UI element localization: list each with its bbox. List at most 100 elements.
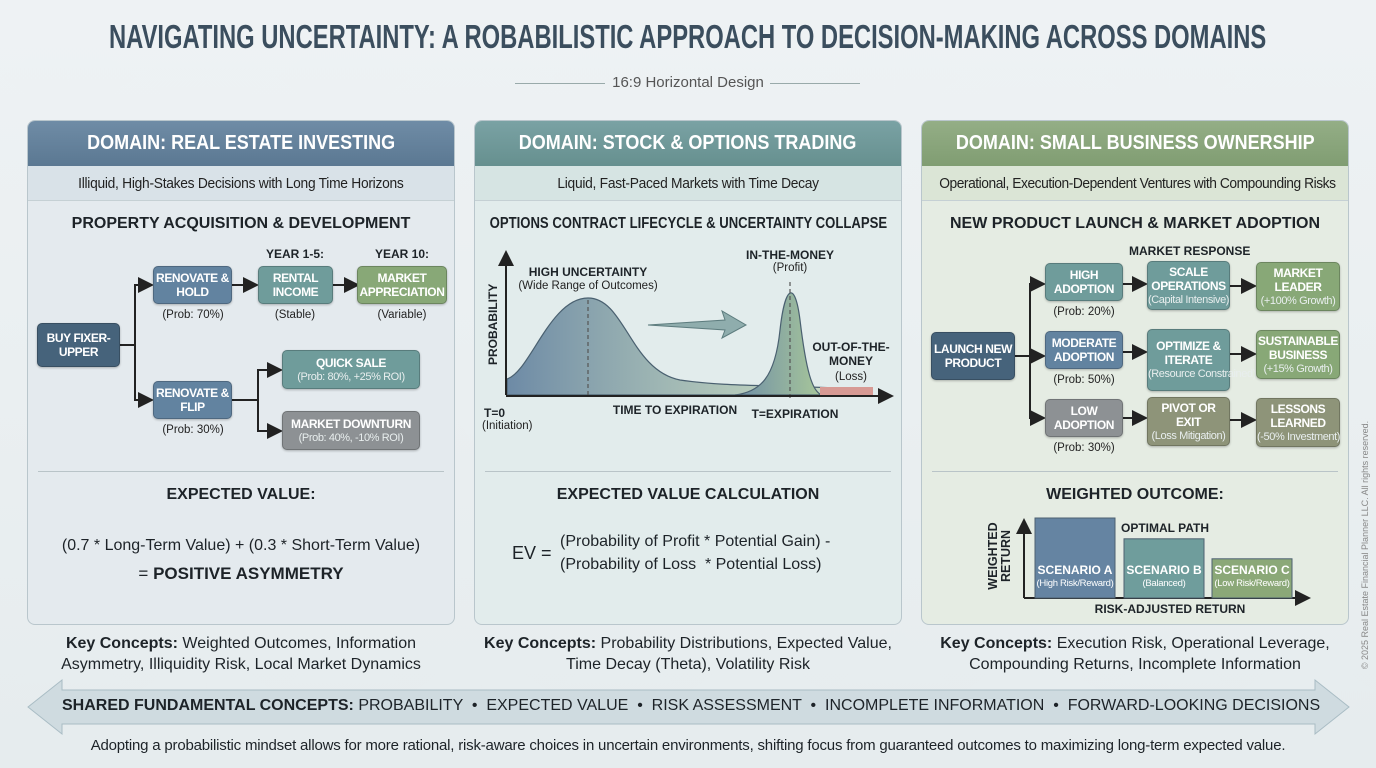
node-title: LESSONS LEARNED — [1270, 401, 1326, 430]
node-action: SCALE OPERATIONS(Capital Intensive) — [1147, 261, 1230, 310]
key-concepts-options: Key Concepts: Probability Distributions,… — [474, 633, 902, 675]
node-title: SUSTAINABLE BUSINESS — [1257, 333, 1339, 362]
key-label: Key Concepts: — [940, 635, 1053, 652]
section-title-wrap: OPTIONS CONTRACT LIFECYCLE & UNCERTAINTY… — [374, 215, 1002, 233]
market-response-label: MARKET RESPONSE — [1129, 244, 1251, 258]
bar-note: (High Risk/Reward) — [1036, 578, 1114, 589]
section-title: NEW PRODUCT LAUNCH & MARKET ADOPTION — [949, 215, 1321, 232]
shared-concepts: SHARED FUNDAMENTAL CONCEPTS: PROBABILITY… — [62, 697, 1320, 715]
node-action: OPTIMIZE & ITERATE(Resource Constrained) — [1147, 329, 1256, 391]
x-axis-label: TIME TO EXPIRATION — [612, 403, 738, 417]
node-note: (Prob: 80%, +25% ROI) — [297, 370, 405, 383]
ev-result-prefix: = — [138, 564, 154, 583]
section-title: OPTIONS CONTRACT LIFECYCLE & UNCERTAINTY… — [489, 215, 887, 232]
key-text: Execution Risk, Operational Leverage, Co… — [969, 635, 1330, 673]
bar-label: SCENARIO A — [1037, 563, 1113, 577]
bar-label: SCENARIO C — [1214, 563, 1290, 577]
note-label: (Variable) — [377, 309, 427, 321]
year-label: YEAR 10: — [374, 247, 430, 261]
ev-formula: (0.7 * Long-Term Value) + (0.3 * Short-T… — [61, 537, 421, 554]
panel-subheader: Operational, Execution-Dependent Venture… — [939, 175, 1336, 192]
copyright: © 2025 Real Estate Financial Planner LLC… — [1360, 420, 1370, 670]
node-rental-income: RENTAL INCOME — [258, 266, 333, 304]
panel-subheader-wrap: Operational, Execution-Dependent Venture… — [922, 166, 1348, 201]
node-result: SUSTAINABLE BUSINESS(+15% Growth) — [1256, 330, 1340, 379]
optimal-path-label: OPTIMAL PATH — [1121, 521, 1209, 535]
node-renovate-flip: RENOVATE & FLIP — [153, 381, 232, 419]
bar-label: SCENARIO B — [1126, 563, 1202, 577]
node-result: LESSONS LEARNED(-50% Investment) — [1256, 398, 1340, 447]
divider — [770, 83, 860, 84]
t0-label: T=0 — [484, 406, 506, 420]
prob-label: (Prob: 30%) — [1053, 442, 1115, 454]
t0-note: (Initiation) — [482, 420, 533, 432]
t-expiration-label: T=EXPIRATION — [751, 407, 839, 421]
node-note: (-50% Investment) — [1257, 430, 1341, 443]
node-note: (+15% Growth) — [1263, 362, 1333, 375]
bar-label-group: SCENARIO A (High Risk/Reward) — [1031, 564, 1119, 590]
node-title: OPTIMIZE & ITERATE — [1156, 339, 1221, 367]
panel-header: DOMAIN: REAL ESTATE INVESTING — [86, 132, 396, 154]
panel-header: DOMAIN: SMALL BUSINESS OWNERSHIP — [955, 132, 1315, 154]
node-title: MARKET DOWNTURN — [291, 416, 411, 431]
ev-line-2: (Probability of Loss * Potential Loss) — [560, 556, 822, 573]
bar-label-group: SCENARIO B (Balanced) — [1120, 564, 1208, 590]
x-axis-label: RISK-ADJUSTED RETURN — [1094, 602, 1246, 616]
node-title: PIVOT OR EXIT — [1161, 400, 1216, 429]
high-uncertainty-note: (Wide Range of Outcomes) — [518, 280, 658, 292]
shared-items: PROBABILITY • EXPECTED VALUE • RISK ASSE… — [358, 697, 1321, 714]
prob-label: (Prob: 50%) — [1053, 374, 1115, 386]
itm-label: IN-THE-MONEY — [746, 248, 834, 262]
panel-header-wrap: DOMAIN: SMALL BUSINESS OWNERSHIP — [922, 121, 1348, 166]
panel-header-wrap: DOMAIN: STOCK & OPTIONS TRADING — [475, 121, 901, 166]
node-launch-product: LAUNCH NEW PRODUCT — [931, 332, 1015, 380]
node-adoption: MODERATE ADOPTION — [1045, 331, 1123, 369]
node-market-appreciation: MARKET APPRECIATION — [357, 266, 447, 304]
ev-title: EXPECTED VALUE: — [166, 486, 316, 503]
shared-label: SHARED FUNDAMENTAL CONCEPTS: — [62, 697, 354, 714]
ev-result-line: = POSITIVE ASYMMETRY — [27, 564, 455, 584]
panel-subheader: Liquid, Fast-Paced Markets with Time Dec… — [557, 175, 819, 192]
prob-label: (Prob: 20%) — [1053, 306, 1115, 318]
prob-label: (Prob: 30%) — [162, 424, 224, 436]
panel-header: DOMAIN: STOCK & OPTIONS TRADING — [519, 132, 857, 154]
key-text: Weighted Outcomes, Information Asymmetry… — [61, 635, 421, 673]
section-title: PROPERTY ACQUISITION & DEVELOPMENT — [71, 215, 411, 232]
node-note: (+100% Growth) — [1260, 294, 1336, 307]
key-text: Probability Distributions, Expected Valu… — [566, 635, 892, 673]
y-axis-label: PROBABILITY — [486, 283, 500, 365]
year-label: YEAR 1-5: — [265, 247, 324, 261]
node-market-downturn: MARKET DOWNTURN(Prob: 40%, -10% ROI) — [282, 411, 420, 450]
footer-text: Adopting a probabilistic mindset allows … — [90, 737, 1286, 754]
bar-label-group: SCENARIO C (Low Risk/Reward) — [1208, 564, 1296, 590]
node-title: QUICK SALE — [315, 355, 386, 370]
otm-note: (Loss) — [835, 371, 867, 383]
key-label: Key Concepts: — [484, 635, 597, 652]
divider — [38, 471, 444, 472]
y-axis-label: WEIGHTED RETURN — [986, 522, 1013, 590]
node-title: SCALE OPERATIONS — [1151, 264, 1226, 293]
ev-lhs: EV = — [512, 543, 552, 563]
node-title: MARKET LEADER — [1273, 265, 1323, 294]
node-quick-sale: QUICK SALE(Prob: 80%, +25% ROI) — [282, 350, 420, 389]
panel-subheader-wrap: Illiquid, High-Stakes Decisions with Lon… — [28, 166, 454, 201]
page-title-wrap: NAVIGATING UNCERTAINTY: A ROBABILISTIC A… — [0, 18, 1376, 56]
page-subtitle: 16:9 Horizontal Design — [612, 74, 764, 91]
bar-note: (Low Risk/Reward) — [1214, 578, 1290, 589]
panel-subheader-wrap: Liquid, Fast-Paced Markets with Time Dec… — [475, 166, 901, 201]
ev-title: WEIGHTED OUTCOME: — [1046, 486, 1224, 503]
page-title: NAVIGATING UNCERTAINTY: A ROBABILISTIC A… — [109, 18, 1267, 55]
key-concepts-real-estate: Key Concepts: Weighted Outcomes, Informa… — [27, 633, 455, 675]
node-note: (Loss Mitigation) — [1151, 429, 1226, 442]
high-uncertainty-label: HIGH UNCERTAINTY — [528, 265, 648, 279]
divider — [485, 471, 891, 472]
otm-label: OUT-OF-THE-MONEY — [812, 340, 890, 368]
bar-note: (Balanced) — [1142, 578, 1186, 589]
panel-subheader: Illiquid, High-Stakes Decisions with Lon… — [78, 175, 404, 192]
note-label: (Stable) — [274, 309, 316, 321]
panel-header-wrap: DOMAIN: REAL ESTATE INVESTING — [28, 121, 454, 166]
divider — [932, 471, 1338, 472]
key-label: Key Concepts: — [65, 635, 178, 652]
node-adoption: HIGH ADOPTION — [1045, 263, 1123, 301]
node-renovate-hold: RENOVATE & HOLD — [153, 266, 232, 304]
